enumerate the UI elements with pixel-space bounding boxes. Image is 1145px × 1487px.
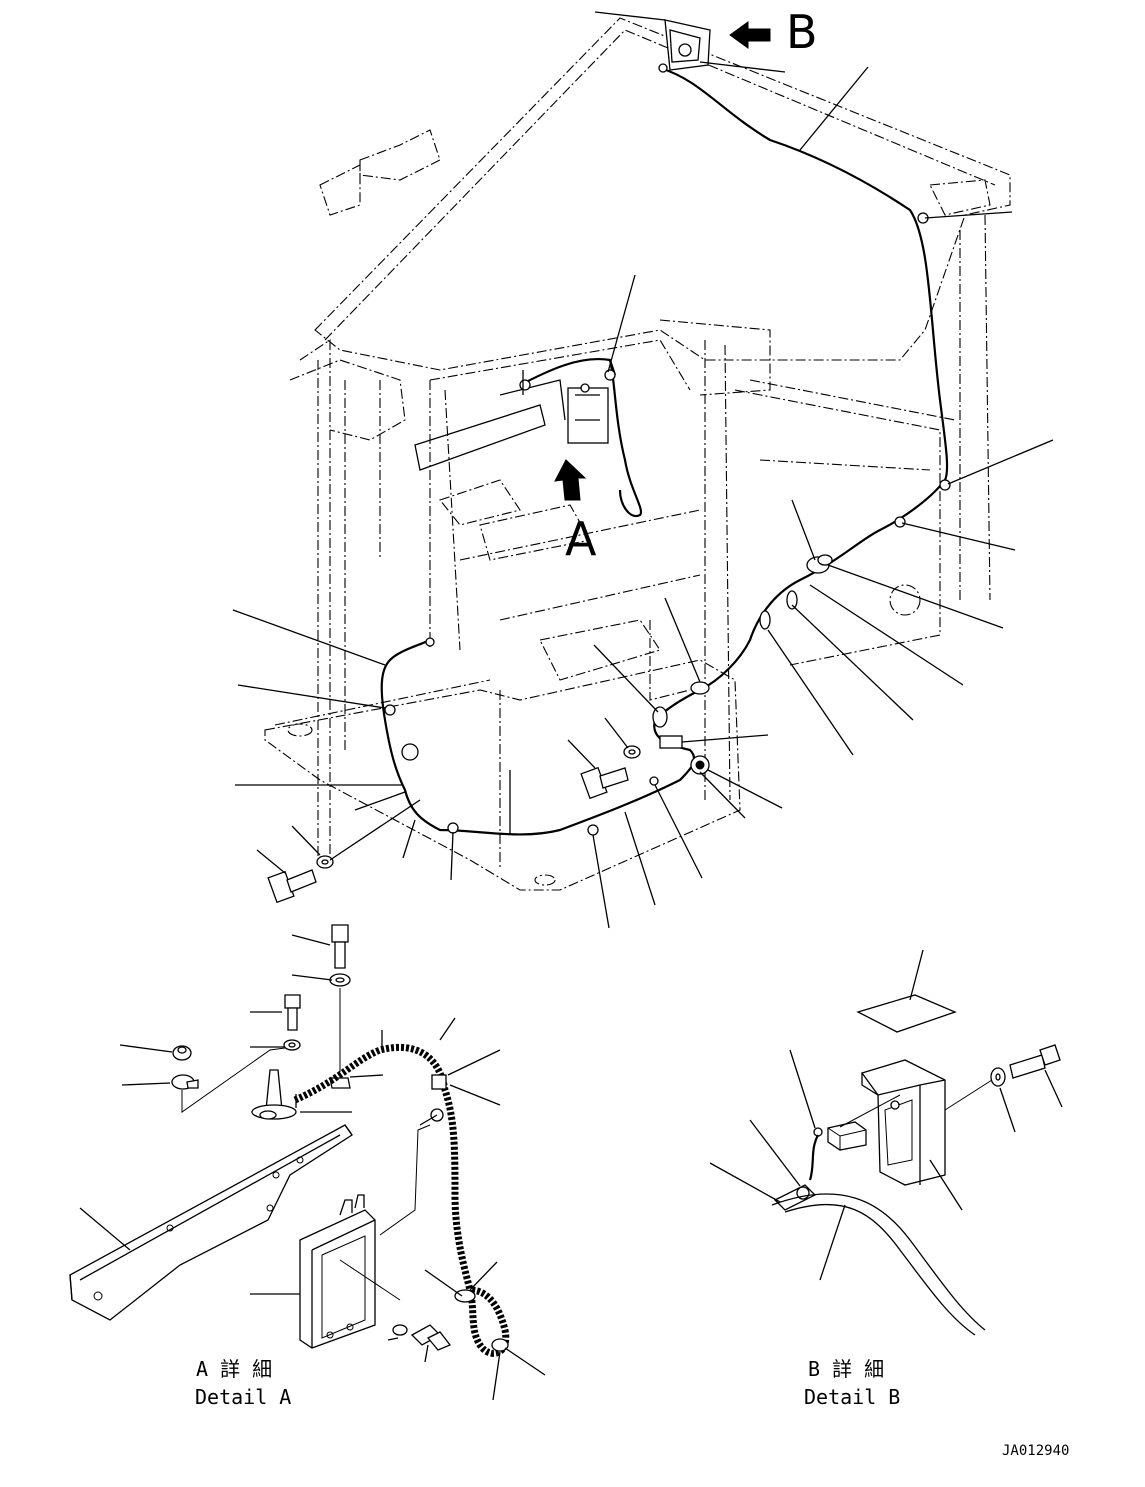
harness-clamps: [384, 212, 951, 836]
detail-b: [709, 949, 1063, 1336]
detail-a-title-jp: A 詳 細: [196, 1357, 272, 1381]
main-fasteners: [267, 745, 641, 904]
roof-unit: [658, 19, 711, 73]
view-arrow-a: A: [554, 459, 597, 566]
view-arrow-b: B: [729, 5, 818, 59]
detail-a: [69, 924, 546, 1401]
cab-frame: [264, 17, 1011, 891]
drawing-number: JA012940: [1002, 1443, 1069, 1459]
detail-a-title-en: Detail A: [195, 1385, 291, 1409]
leader-lines-main: [232, 11, 1054, 929]
view-arrow-a-label: A: [565, 512, 597, 566]
view-arrow-b-label: B: [786, 5, 818, 59]
detail-b-title-jp: B 詳 細: [808, 1357, 884, 1381]
detail-b-title-en: Detail B: [804, 1385, 900, 1409]
